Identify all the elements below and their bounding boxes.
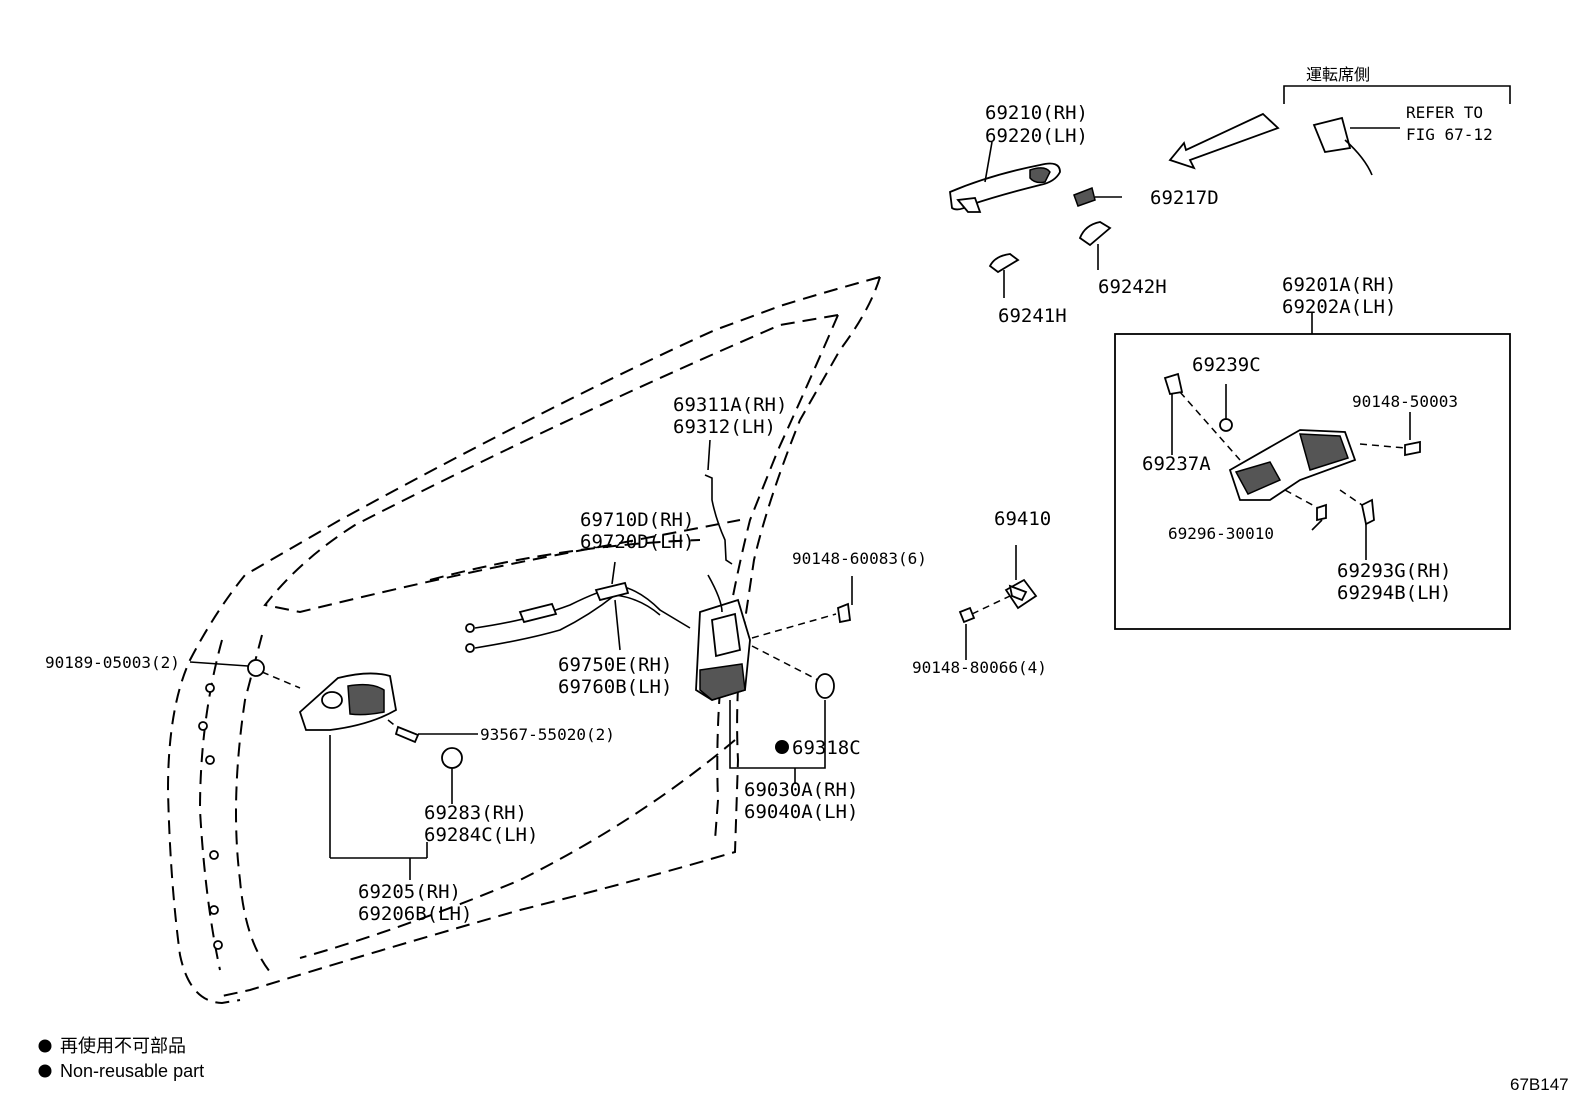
- frame-assy-drawing: [1163, 372, 1421, 560]
- label-inside-handle-lh: 69206B(LH): [358, 903, 472, 925]
- pad-69241h-drawing: [988, 253, 1020, 298]
- label-69241h: 69241H: [998, 305, 1067, 327]
- label-69318c: 69318C: [792, 737, 861, 759]
- label-69242h: 69242H: [1098, 276, 1167, 298]
- label-inside-handle-rh: 69205(RH): [358, 881, 461, 903]
- label-69239c: 69239C: [1192, 354, 1261, 376]
- striker-drawing: [958, 545, 1038, 660]
- legend-en: Non-reusable part: [60, 1061, 204, 1081]
- label-69217d: 69217D: [1150, 187, 1219, 209]
- label-lock-rod-rh: 69311A(RH): [673, 394, 787, 416]
- driver-side-bracket: [1283, 85, 1511, 176]
- cables-drawing: [465, 561, 691, 653]
- label-90189-05003: 90189-05003(2): [45, 653, 180, 672]
- label-outer-handle-rh: 69210(RH): [985, 102, 1088, 124]
- label-driver-side: 運転席側: [1306, 65, 1370, 84]
- label-frame-assy-lh: 69202A(LH): [1282, 296, 1396, 318]
- label-cable-top-lh: 69720D(LH): [580, 531, 694, 553]
- label-69296-30010: 69296-30010: [1168, 524, 1274, 543]
- label-refer-fig: FIG 67-12: [1406, 125, 1493, 144]
- outside-handle-drawing: [949, 141, 1061, 213]
- label-69293g-rh: 69293G(RH): [1337, 560, 1451, 582]
- door-holes: [198, 683, 223, 950]
- label-refer-to: REFER TO: [1406, 103, 1483, 122]
- label-69410: 69410: [994, 508, 1051, 530]
- label-lock-rod-lh: 69312(LH): [673, 416, 776, 438]
- door-lock-drawing: [695, 574, 853, 784]
- label-cable-top-rh: 69710D(RH): [580, 509, 694, 531]
- label-cable-bottom-lh: 69760B(LH): [558, 676, 672, 698]
- label-90148-50003: 90148-50003: [1352, 392, 1458, 411]
- legend-dot-icon: [38, 1064, 52, 1078]
- label-outer-handle-lh: 69220(LH): [985, 125, 1088, 147]
- label-door-lock-lh: 69040A(LH): [744, 801, 858, 823]
- door-outline: [166, 276, 881, 1005]
- label-93567-55020: 93567-55020(2): [480, 725, 615, 744]
- lock-rod-drawing: [704, 439, 733, 565]
- label-69237a: 69237A: [1142, 453, 1211, 475]
- label-cable-bottom-rh: 69750E(RH): [558, 654, 672, 676]
- label-90148-80066: 90148-80066(4): [912, 658, 1047, 677]
- label-69294b-lh: 69294B(LH): [1337, 582, 1451, 604]
- legend-dot-icon: [38, 1039, 52, 1053]
- figure-id: 67B147: [1510, 1075, 1569, 1094]
- non-reusable-dot-icon: [775, 740, 789, 754]
- legend-jp: 再使用不可部品: [60, 1036, 186, 1056]
- label-69283-rh: 69283(RH): [424, 802, 527, 824]
- label-frame-assy-rh: 69201A(RH): [1282, 274, 1396, 296]
- pad-69242h-drawing: [1078, 221, 1112, 270]
- label-door-lock-rh: 69030A(RH): [744, 779, 858, 801]
- inside-handle-drawing: [189, 659, 478, 880]
- refer-arrow-icon: [1168, 112, 1280, 170]
- label-69284c-lh: 69284C(LH): [424, 824, 538, 846]
- label-90148-60083: 90148-60083(6): [792, 549, 927, 568]
- cap-69217d-drawing: [1073, 186, 1122, 207]
